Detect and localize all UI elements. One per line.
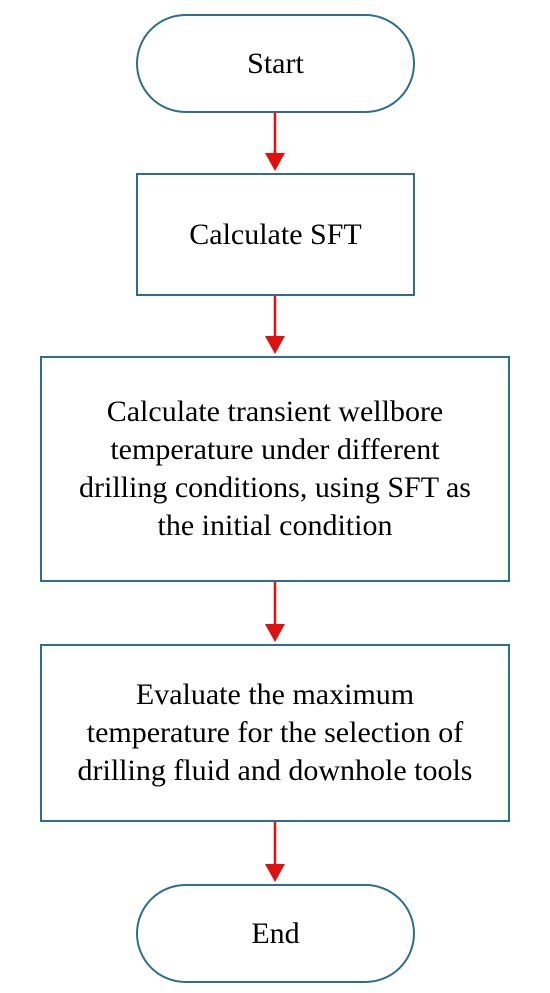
- evaluate-line-2: temperature for the selection of: [86, 716, 464, 749]
- arrow-transient-to-evaluate: [262, 582, 288, 644]
- arrow-sft-to-transient: [262, 296, 288, 356]
- transient-line-2: temperature under different: [110, 433, 440, 466]
- transient-line-1: Calculate transient wellbore: [106, 395, 444, 428]
- start-terminal: Start: [136, 14, 415, 113]
- transient-temperature-text: Calculate transient wellbore temperature…: [79, 393, 471, 545]
- evaluate-max-temperature-box: Evaluate the maximum temperature for the…: [40, 644, 510, 822]
- calculate-sft-label: Calculate SFT: [189, 217, 362, 251]
- end-label: End: [251, 916, 300, 950]
- evaluate-max-temperature-text: Evaluate the maximum temperature for the…: [78, 676, 473, 790]
- transient-line-4: the initial condition: [157, 509, 393, 542]
- arrow-evaluate-to-end: [262, 822, 288, 884]
- evaluate-line-1: Evaluate the maximum: [135, 678, 415, 711]
- end-terminal: End: [136, 884, 415, 983]
- transient-line-3: drilling conditions, using SFT as: [79, 471, 471, 504]
- arrow-start-to-sft: [262, 113, 288, 173]
- evaluate-line-3: drilling fluid and downhole tools: [77, 754, 473, 787]
- transient-temperature-box: Calculate transient wellbore temperature…: [40, 356, 510, 582]
- start-label: Start: [247, 46, 304, 80]
- calculate-sft-box: Calculate SFT: [136, 173, 415, 296]
